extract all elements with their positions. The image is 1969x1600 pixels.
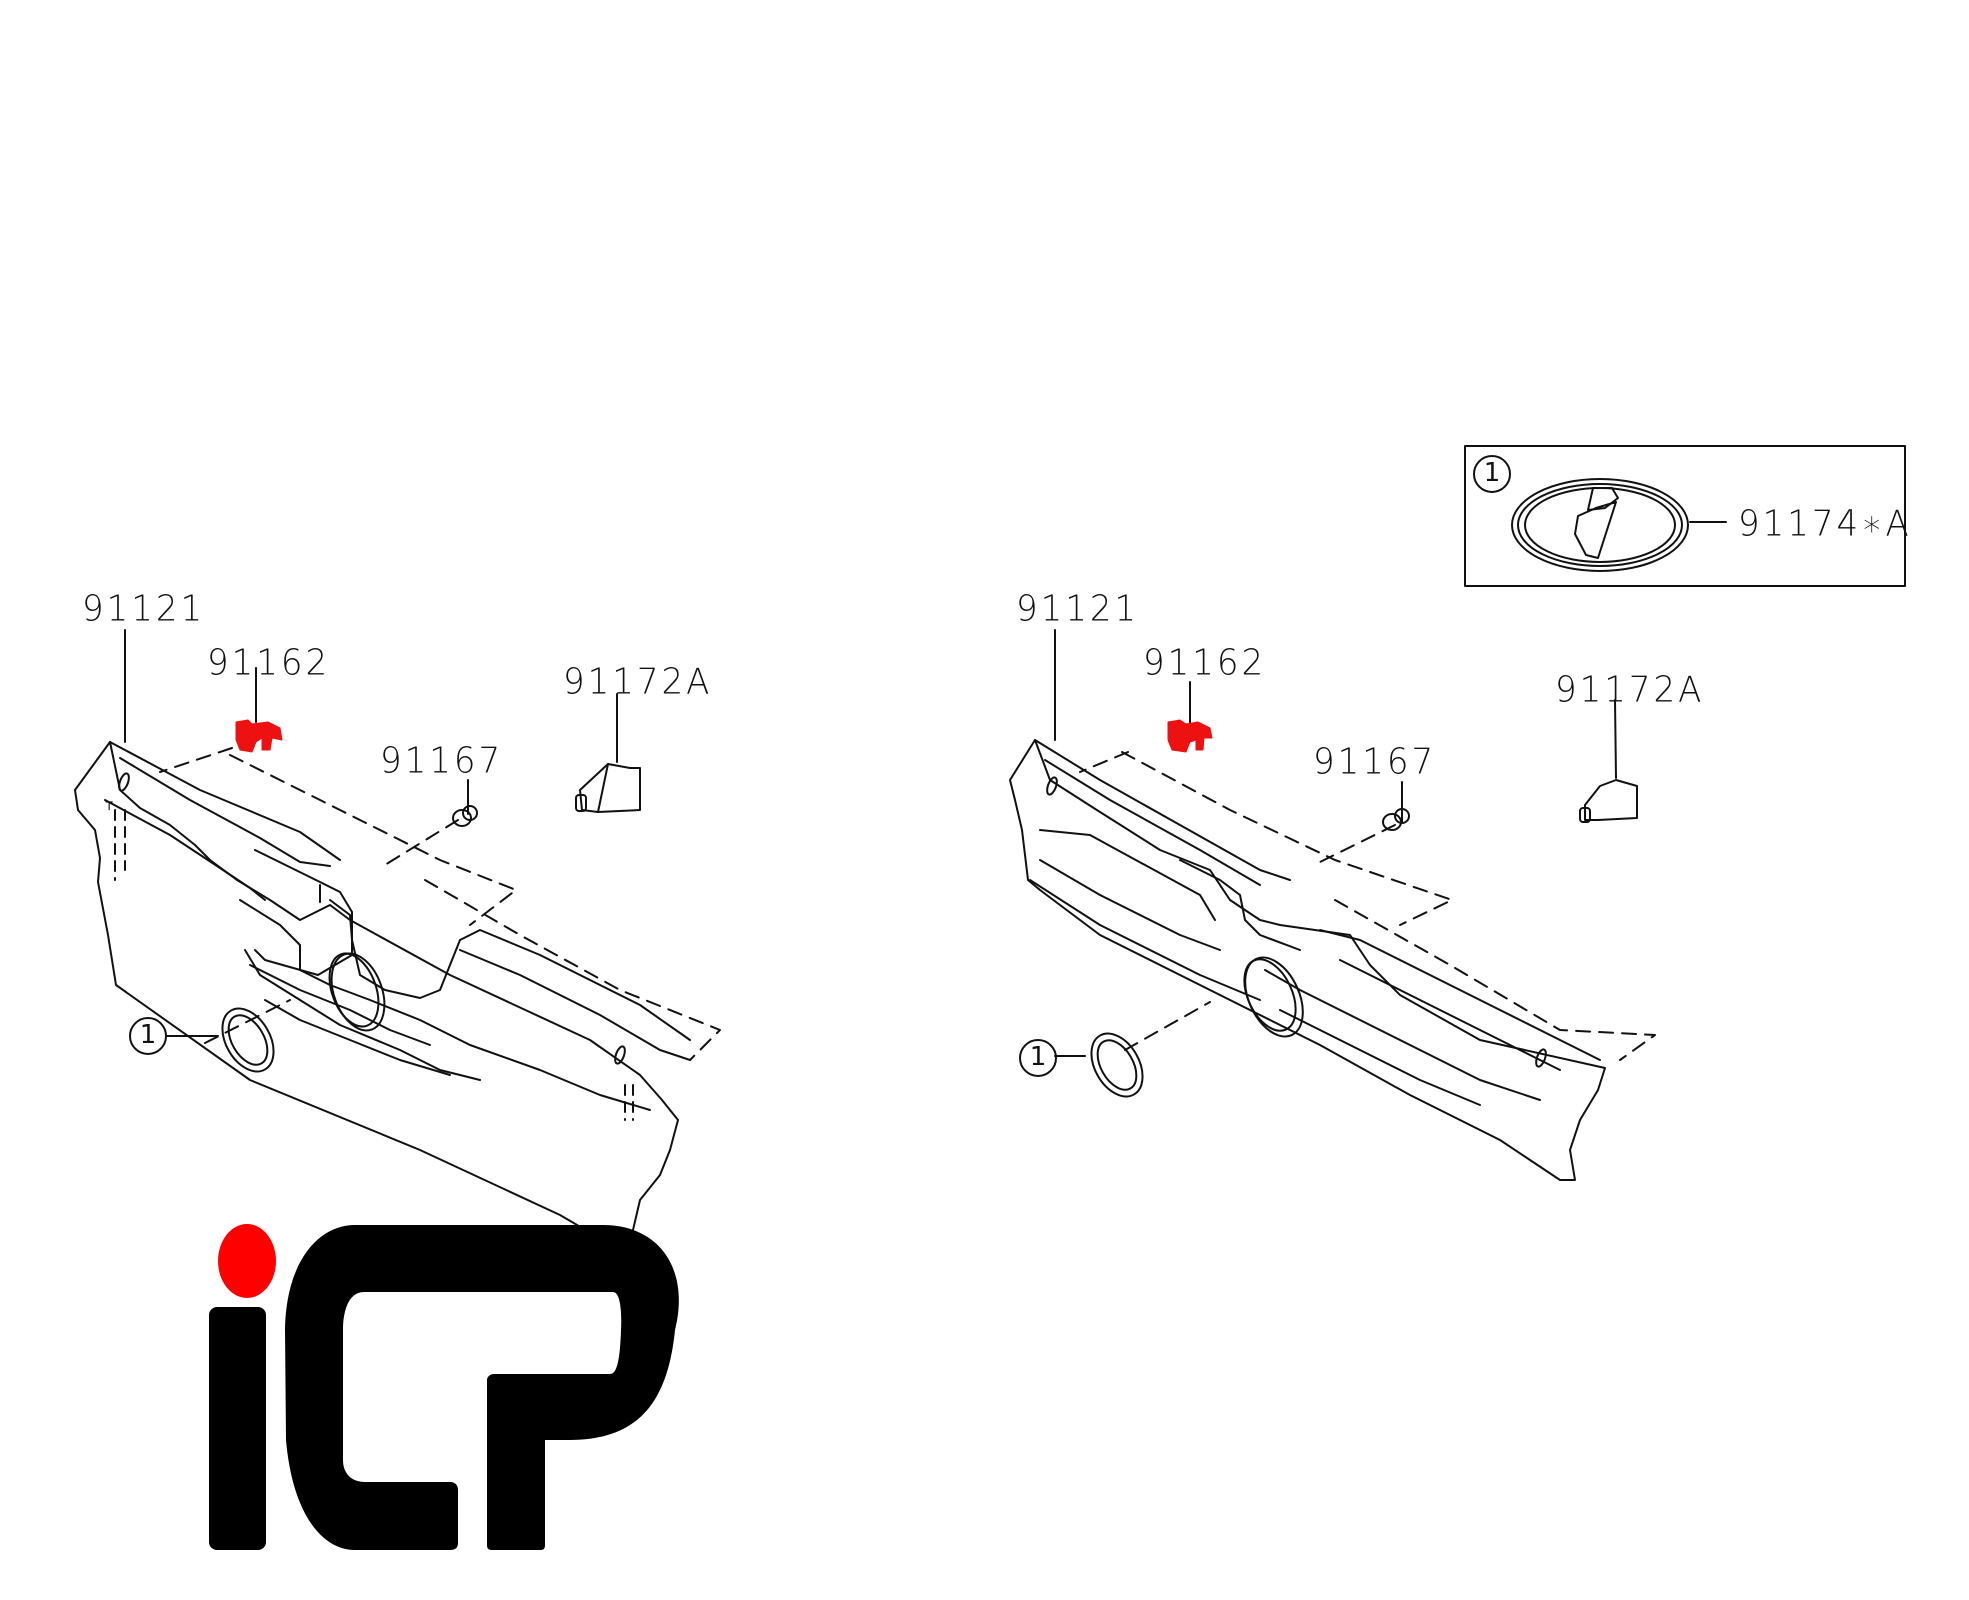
right-grille-outline [1009, 739, 1606, 1181]
label-91162-left: 91162 [207, 642, 331, 684]
callout-circle-box [1473, 455, 1511, 493]
right-clip-91162-highlight [1167, 719, 1213, 753]
left-grille-outline [74, 741, 679, 1257]
right-grille-assembly [1009, 629, 1656, 1181]
logo-letters-cp [285, 1225, 679, 1550]
label-91172a-left: 91172A [563, 661, 713, 703]
label-91167-left: 91167 [380, 740, 504, 782]
leader-line-91172a-right [1614, 699, 1617, 779]
logo-red-dot [218, 1224, 276, 1298]
label-91172a-right: 91172A [1555, 669, 1705, 711]
emblem-detail-box [1464, 445, 1906, 587]
label-91162-right: 91162 [1143, 642, 1267, 684]
label-91121-right: 91121 [1016, 588, 1140, 630]
callout-1-left: 1 [139, 1020, 157, 1050]
callout-1-box: 1 [1483, 458, 1501, 488]
label-91174a: 91174∗A [1738, 503, 1912, 545]
left-clip-91162-highlight [235, 719, 283, 753]
label-91121-left: 91121 [82, 588, 206, 630]
callout-circle-right [1019, 1039, 1057, 1077]
label-91167-right: 91167 [1313, 741, 1437, 783]
callout-1-right: 1 [1029, 1042, 1047, 1072]
icp-logo [209, 1224, 679, 1550]
left-grille-assembly: ⊤ [74, 629, 721, 1257]
callout-circle-left [129, 1017, 167, 1055]
svg-text:⊤: ⊤ [105, 798, 113, 814]
